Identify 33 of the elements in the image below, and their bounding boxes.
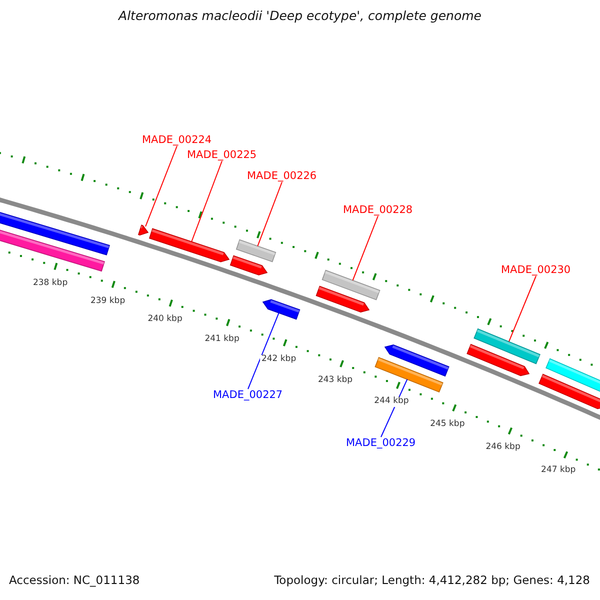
leader-line [191, 160, 222, 242]
gene-label: MADE_00226 [247, 170, 317, 182]
scale-label: 243 kbp [316, 376, 354, 386]
gene-label: MADE_00227 [213, 389, 283, 402]
scale-label: 245 kbp [429, 420, 466, 430]
leader-line [145, 146, 178, 227]
gene-label: MADE_00225 [187, 149, 257, 162]
gene-label: MADE_00229 [346, 437, 416, 450]
scale-label: 247 kbp [540, 466, 577, 476]
accession-text: Accession: NC_011138 [9, 574, 140, 588]
title: Alteromonas macleodii 'Deep ecotype', complete genome [117, 9, 482, 24]
gene-label: MADE_00228 [343, 204, 413, 216]
leader-line [248, 312, 280, 390]
gene-feature [322, 270, 380, 300]
scale-label: 246 kbp [484, 442, 522, 452]
gene-label: MADE_00224 [142, 134, 212, 146]
scale-label: 242 kbp [260, 354, 298, 364]
gene-feature [236, 239, 276, 262]
leader-line [352, 216, 378, 281]
gene-feature [262, 299, 300, 320]
gene-feature [148, 228, 230, 262]
gene-feature [374, 356, 444, 392]
scale-label: 241 kbp [204, 334, 240, 344]
gene-feature [138, 224, 149, 236]
scale-label: 244 kbp [373, 397, 410, 407]
scale-label: 238 kbp [32, 278, 69, 288]
leader-line [508, 276, 536, 342]
gene-label: MADE_00230 [501, 264, 571, 276]
scale-label: 240 kbp [146, 315, 184, 325]
genome-info-text: Topology: circular; Length: 4,412,282 bp; Genes: 4,128 [274, 574, 590, 588]
scale-label: 239 kbp [89, 296, 126, 306]
leader-line [257, 182, 282, 247]
gene-feature [474, 328, 540, 364]
